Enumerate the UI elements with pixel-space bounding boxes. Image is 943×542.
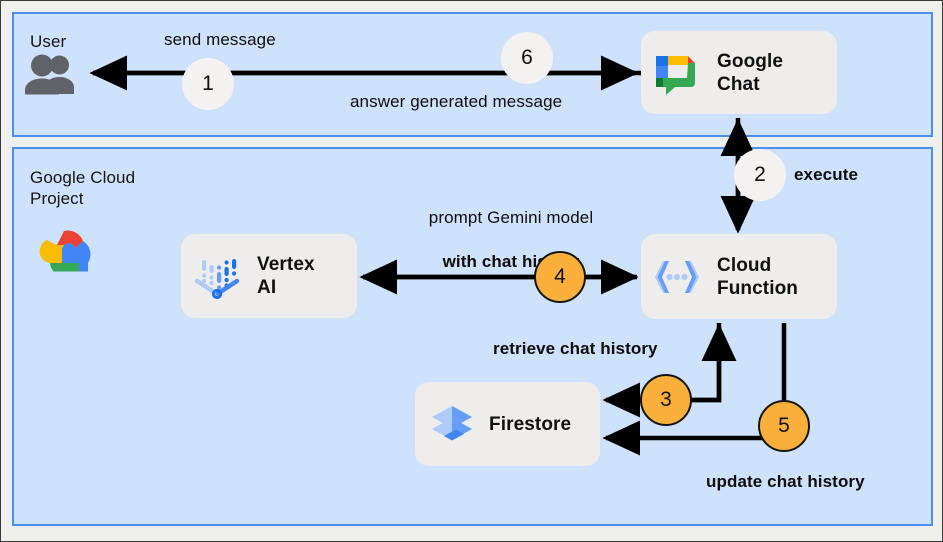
- cloud-function-icon: [651, 251, 703, 303]
- step-badge-2: 2: [734, 149, 786, 201]
- service-label-google-chat: Google Chat: [717, 50, 784, 95]
- step-badge-4: 4: [534, 251, 586, 303]
- label-update-chat-history: update chat history: [706, 472, 865, 491]
- step-badge-5: 5: [758, 400, 810, 452]
- label-answer-generated-message: answer generated message: [350, 92, 563, 111]
- service-label-firestore: Firestore: [489, 413, 572, 435]
- service-box-google-chat[interactable]: Google Chat: [641, 31, 837, 114]
- panel-gcp-title: Google Cloud Project: [30, 168, 136, 208]
- step-badge-3: 3: [640, 374, 692, 426]
- google-chat-icon: [651, 48, 701, 98]
- label-prompt-gemini-line1: prompt Gemini model: [428, 208, 594, 227]
- panel-user-title: User: [30, 32, 67, 51]
- label-execute: execute: [794, 165, 859, 184]
- service-box-firestore[interactable]: Firestore: [415, 382, 600, 466]
- service-label-cloud-function: Cloud Function: [717, 254, 799, 299]
- service-box-cloud-function[interactable]: Cloud Function: [641, 234, 837, 319]
- step-badge-1: 1: [182, 58, 234, 110]
- service-label-vertex-ai: Vertex AI: [257, 254, 315, 298]
- label-prompt-gemini-line2: with chat history: [442, 252, 580, 271]
- vertex-ai-icon: [191, 250, 243, 302]
- step-badge-6: 6: [501, 32, 553, 84]
- label-prompt-gemini: prompt Gemini model with chat history: [356, 185, 666, 295]
- label-send-message: send message: [164, 30, 276, 49]
- people-icon: [25, 54, 74, 95]
- firestore-icon: [427, 399, 477, 449]
- label-retrieve-chat-history: retrieve chat history: [493, 339, 658, 358]
- service-box-vertex-ai[interactable]: Vertex AI: [181, 234, 357, 318]
- google-cloud-logo: [39, 230, 91, 272]
